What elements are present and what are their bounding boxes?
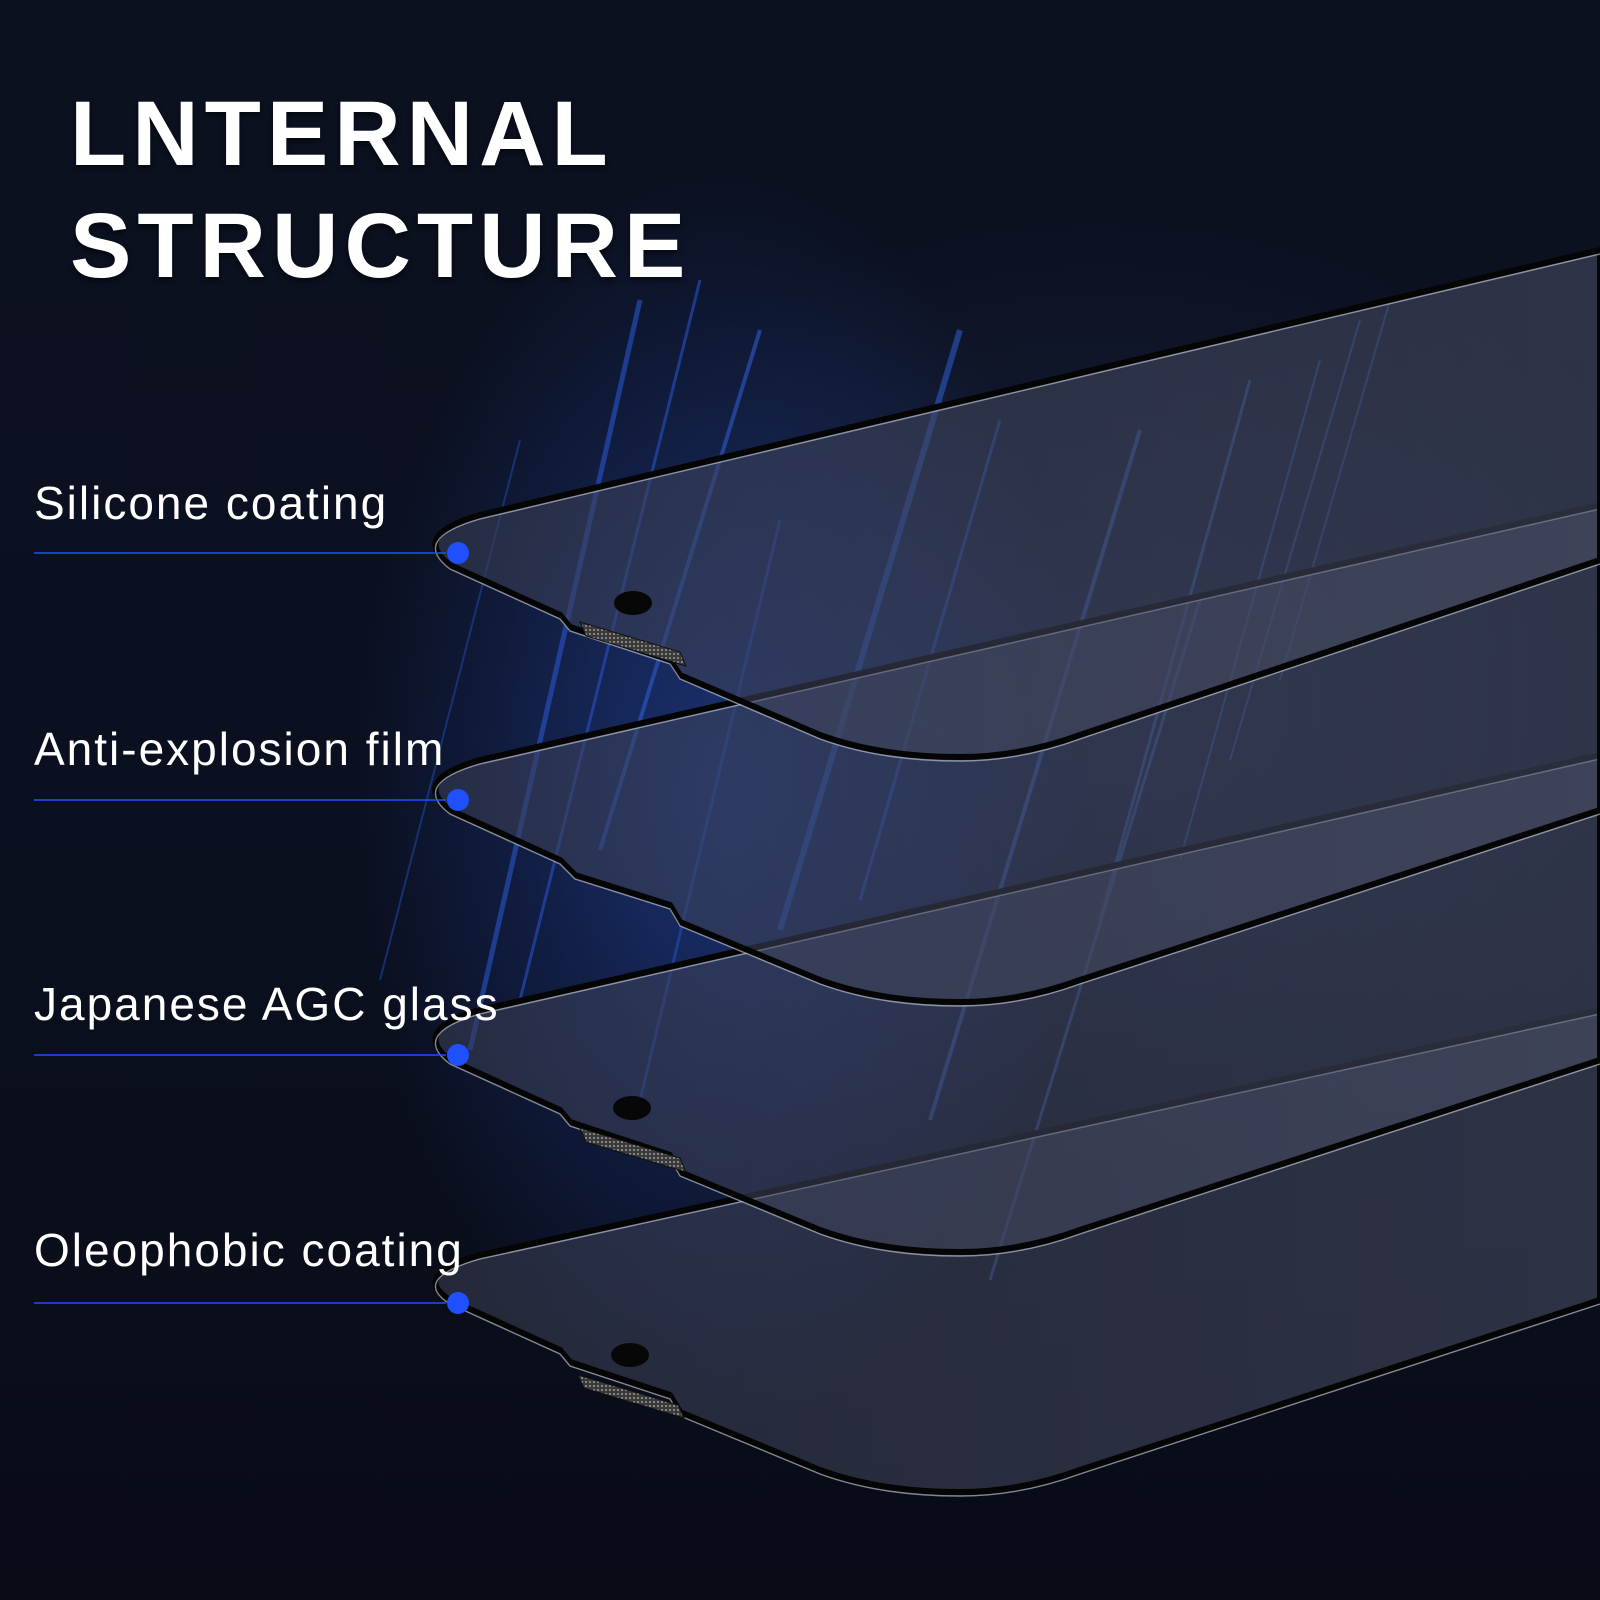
marker-dot-agc-glass <box>447 1044 469 1066</box>
title-line-1: LNTERNAL <box>70 83 614 185</box>
layer-label-silicone-coating: Silicone coating <box>34 477 389 529</box>
camera-hole-icon <box>611 1343 649 1367</box>
marker-dot-anti-explosion-film <box>447 789 469 811</box>
camera-hole-icon <box>614 591 652 615</box>
layer-silicone-coating-plate <box>432 246 1600 762</box>
title-line-2: STRUCTURE <box>70 195 692 297</box>
marker-dot-oleophobic-coating <box>447 1292 469 1314</box>
layer-label-anti-explosion-film: Anti-explosion film <box>34 723 446 775</box>
layer-label-oleophobic-coating: Oleophobic coating <box>34 1224 464 1276</box>
camera-hole-icon <box>613 1096 651 1120</box>
speaker-grille-icon <box>579 621 687 667</box>
leader-lines <box>34 542 469 1314</box>
marker-dot-silicone-coating <box>447 542 469 564</box>
page-title: LNTERNAL STRUCTURE <box>70 78 691 302</box>
layer-label-agc-glass: Japanese AGC glass <box>34 978 500 1030</box>
speaker-grille-icon <box>579 1127 687 1173</box>
speaker-grille-icon <box>577 1374 685 1419</box>
